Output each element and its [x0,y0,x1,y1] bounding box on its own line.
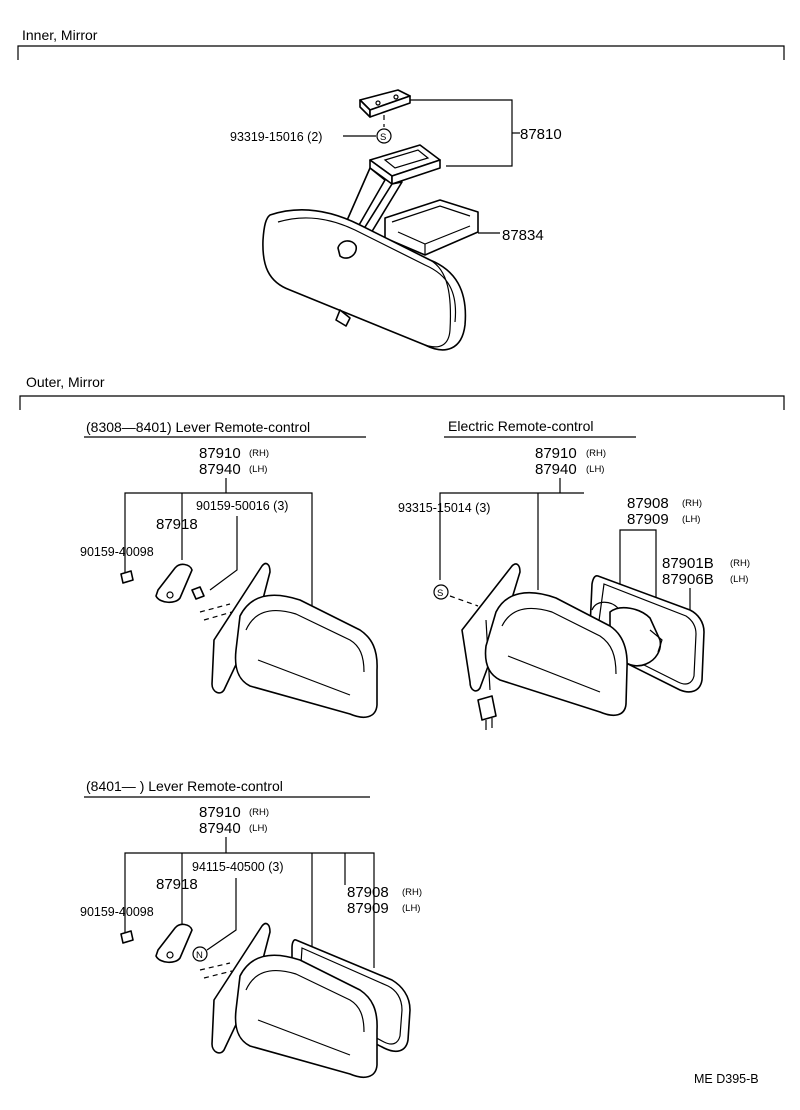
electric-motor-rh: 87901B [662,555,714,572]
electric-screw: 93315-15014 (3) [398,501,490,515]
electric-glass-lh-tag: (LH) [682,514,700,525]
outer-section-bracket [19,395,785,410]
lever1-screw-small [191,586,205,600]
lever1-knob: 87918 [156,516,198,533]
electric-lh-tag: (LH) [586,464,604,475]
lever2-lh-tag: (LH) [249,823,267,834]
lever2-screw-top: 94115-40500 (3) [192,860,284,874]
electric-rh-part: 87910 [535,445,577,462]
lever2-title: (8401— ) Lever Remote-control [86,778,283,794]
electric-motor-lh: 87906B [662,571,714,588]
lever1-rh-part: 87910 [199,445,241,462]
lever2-nut-symbol [192,946,208,962]
mirror-mount-plate [359,89,411,118]
lever2-nut-symbol-label: N [196,950,203,961]
lever2-knob-part [155,923,193,964]
lever1-knob-part [155,563,193,604]
electric-motor-lh-tag: (LH) [730,574,748,585]
lever2-glass-lh-tag: (LH) [402,903,420,914]
electric-mirror-body [461,563,628,730]
electric-screw-symbol [433,584,449,600]
electric-title: Electric Remote-control [448,418,594,434]
lever1-lh-tag: (LH) [249,464,267,475]
lever1-screw-side: 90159-40098 [80,545,154,559]
lever1-title: (8308—8401) Lever Remote-control [86,419,310,435]
screw-symbol-label: S [380,132,386,143]
label-87834: 87834 [502,227,544,244]
inner-mirror-body [262,209,467,351]
lever1-lh-part: 87940 [199,461,241,478]
lever1-screw-top: 90159-50016 (3) [196,499,288,513]
electric-glass-rh: 87908 [627,495,669,512]
lever1-screw-part [120,570,134,584]
lever2-rh-part: 87910 [199,804,241,821]
label-93319-15016: 93319-15016 (2) [230,130,322,144]
inner-mirror-title: Inner, Mirror [22,27,98,43]
electric-rh-tag: (RH) [586,448,606,459]
electric-lh-part: 87940 [535,461,577,478]
outer-mirror-title: Outer, Mirror [26,374,105,390]
lever2-lh-part: 87940 [199,820,241,837]
lever2-screw-part [120,930,134,944]
inner-section-bracket [17,45,785,60]
lever2-glass-lh: 87909 [347,900,389,917]
lever2-mirror-body [211,922,378,1079]
screw-symbol [376,128,392,144]
lever2-screw-side: 90159-40098 [80,905,154,919]
electric-glass-rh-tag: (RH) [682,498,702,509]
electric-motor-rh-tag: (RH) [730,558,750,569]
lever2-glass-rh-tag: (RH) [402,887,422,898]
lever1-mirror-body [211,562,378,719]
mirror-stay [344,144,441,239]
label-87810: 87810 [520,126,562,143]
lever2-knob: 87918 [156,876,198,893]
lever1-rh-tag: (RH) [249,448,269,459]
drawing-code: ME D395-B [694,1072,759,1086]
lever2-rh-tag: (RH) [249,807,269,818]
lever2-glass-rh: 87908 [347,884,389,901]
electric-screw-symbol-label: S [437,588,443,599]
electric-glass-lh: 87909 [627,511,669,528]
